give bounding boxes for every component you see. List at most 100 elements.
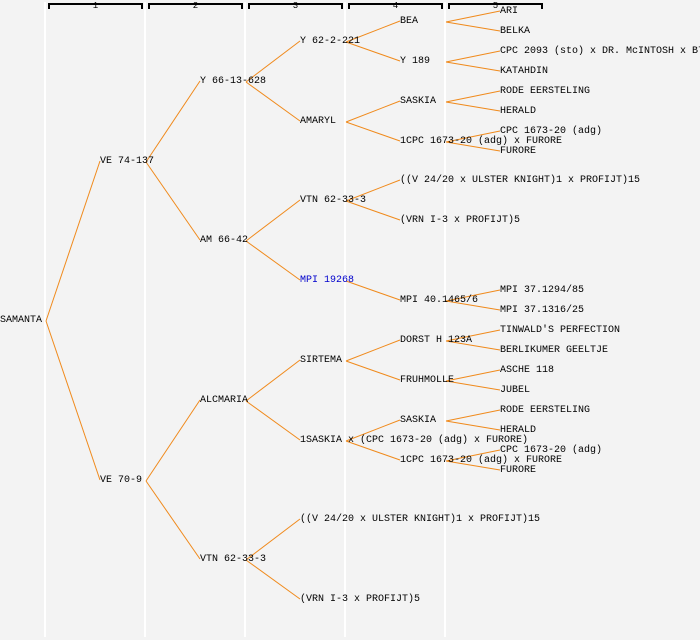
pedigree-node: RODE EERSTELING xyxy=(500,86,591,97)
connector-line xyxy=(345,179,401,202)
generation-header-5 xyxy=(448,3,543,9)
pedigree-node: DORST H 123A xyxy=(400,335,473,346)
connector-line xyxy=(445,289,501,302)
connector-line xyxy=(345,121,401,142)
connector-line xyxy=(445,340,501,351)
pedigree-node: TINWALD'S PERFECTION xyxy=(500,325,621,336)
generation-label: 4 xyxy=(392,1,399,11)
connector-line xyxy=(445,300,501,311)
connector-line xyxy=(445,90,501,103)
column-separator xyxy=(344,2,346,637)
pedigree-node: SIRTEMA xyxy=(300,355,343,366)
connector-line xyxy=(145,80,201,163)
connector-line xyxy=(145,480,201,560)
generation-header-1 xyxy=(48,3,143,9)
generation-label: 1 xyxy=(92,1,99,11)
connector-line xyxy=(245,400,301,441)
connector-line xyxy=(345,280,401,301)
generation-label: 2 xyxy=(192,1,199,11)
pedigree-node: BEA xyxy=(400,16,419,27)
connector-line xyxy=(445,130,501,143)
column-separator xyxy=(44,2,46,637)
connector-line xyxy=(445,369,501,382)
connector-line xyxy=(445,449,501,462)
pedigree-node: SAMANTA xyxy=(0,315,43,326)
pedigree-node: FRUHMOLLE xyxy=(400,375,455,386)
generation-label: 3 xyxy=(292,1,299,11)
pedigree-node: MPI 37.1316/25 xyxy=(500,305,585,316)
pedigree-node: CPC 2093 (sto) x DR. McINTOSH x B7 xyxy=(500,46,700,57)
pedigree-node: VTN 62-33-3 xyxy=(200,554,267,565)
connector-line xyxy=(245,559,301,600)
pedigree-node: FURORE xyxy=(500,465,537,476)
column-separator xyxy=(444,2,446,637)
connector-line xyxy=(245,240,301,281)
connector-line xyxy=(445,61,501,72)
pedigree-node: MPI 37.1294/85 xyxy=(500,285,585,296)
pedigree-node: ARI xyxy=(500,6,519,17)
connector-line xyxy=(445,380,501,391)
connector-line xyxy=(45,320,101,481)
connector-line xyxy=(445,21,501,32)
connector-line xyxy=(345,20,401,43)
pedigree-node: CPC 1673-20 (adg) xyxy=(500,445,603,456)
pedigree-node: HERALD xyxy=(500,106,537,117)
pedigree-node: 1CPC 1673-20 (adg) x FURORE xyxy=(400,455,563,466)
pedigree-node: AMARYL xyxy=(300,116,337,127)
pedigree-node: AM 66-42 xyxy=(200,235,249,246)
connector-line xyxy=(45,160,101,322)
pedigree-node: HERALD xyxy=(500,425,537,436)
connector-line xyxy=(145,399,201,482)
connector-line xyxy=(145,161,201,241)
connector-line xyxy=(245,359,301,402)
connector-line xyxy=(345,419,401,442)
pedigree-node: Y 62-2-221 xyxy=(300,36,361,47)
connector-line xyxy=(245,81,301,122)
connector-line xyxy=(345,440,401,461)
connector-line xyxy=(245,518,301,561)
generation-label: 5 xyxy=(492,1,499,11)
connector-line xyxy=(445,101,501,112)
pedigree-node: SASKIA xyxy=(400,96,437,107)
pedigree-node: 1CPC 1673-20 (adg) x FURORE xyxy=(400,136,563,147)
generation-header-4 xyxy=(348,3,443,9)
pedigree-node: (VRN I-3 x PROFIJT)5 xyxy=(400,215,521,226)
pedigree-node: MPI 40.1465/6 xyxy=(400,295,479,306)
pedigree-node: ((V 24/20 x ULSTER KNIGHT)1 x PROFIJT)15 xyxy=(400,175,641,186)
pedigree-node: VTN 62-33-3 xyxy=(300,195,367,206)
connector-line xyxy=(445,10,501,23)
pedigree-node-link[interactable]: MPI 19268 xyxy=(300,275,355,286)
pedigree-node: Y 66-13-628 xyxy=(200,76,267,87)
pedigree-node: Y 189 xyxy=(400,56,431,67)
pedigree-node: BERLIKUMER GEELTJE xyxy=(500,345,609,356)
pedigree-node: BELKA xyxy=(500,26,531,37)
connector-line xyxy=(445,420,501,431)
connector-line xyxy=(345,360,401,381)
column-separator xyxy=(244,2,246,637)
pedigree-node: JUBEL xyxy=(500,385,531,396)
pedigree-node: FURORE xyxy=(500,146,537,157)
generation-header-3 xyxy=(248,3,343,9)
pedigree-node: KATAHDIN xyxy=(500,66,549,77)
connector-line xyxy=(345,41,401,62)
pedigree-node: CPC 1673-20 (adg) xyxy=(500,126,603,137)
connector-line xyxy=(245,40,301,83)
generation-header-2 xyxy=(148,3,243,9)
pedigree-node: ASCHE 118 xyxy=(500,365,555,376)
pedigree-node: ALCMARIA xyxy=(200,395,249,406)
connector-line xyxy=(445,409,501,422)
connector-line xyxy=(445,460,501,471)
pedigree-node: VE 74-137 xyxy=(100,156,155,167)
connector-line xyxy=(345,339,401,362)
connector-line xyxy=(245,199,301,242)
pedigree-node: ((V 24/20 x ULSTER KNIGHT)1 x PROFIJT)15 xyxy=(300,514,541,525)
pedigree-node: SASKIA xyxy=(400,415,437,426)
connector-line xyxy=(445,50,501,63)
pedigree-node: (VRN I-3 x PROFIJT)5 xyxy=(300,594,421,605)
connector-line xyxy=(445,141,501,152)
connector-line xyxy=(345,100,401,123)
column-separator xyxy=(144,2,146,637)
pedigree-node: VE 70-9 xyxy=(100,475,143,486)
pedigree-node: 1SASKIA x (CPC 1673-20 (adg) x FURORE) xyxy=(300,435,529,446)
